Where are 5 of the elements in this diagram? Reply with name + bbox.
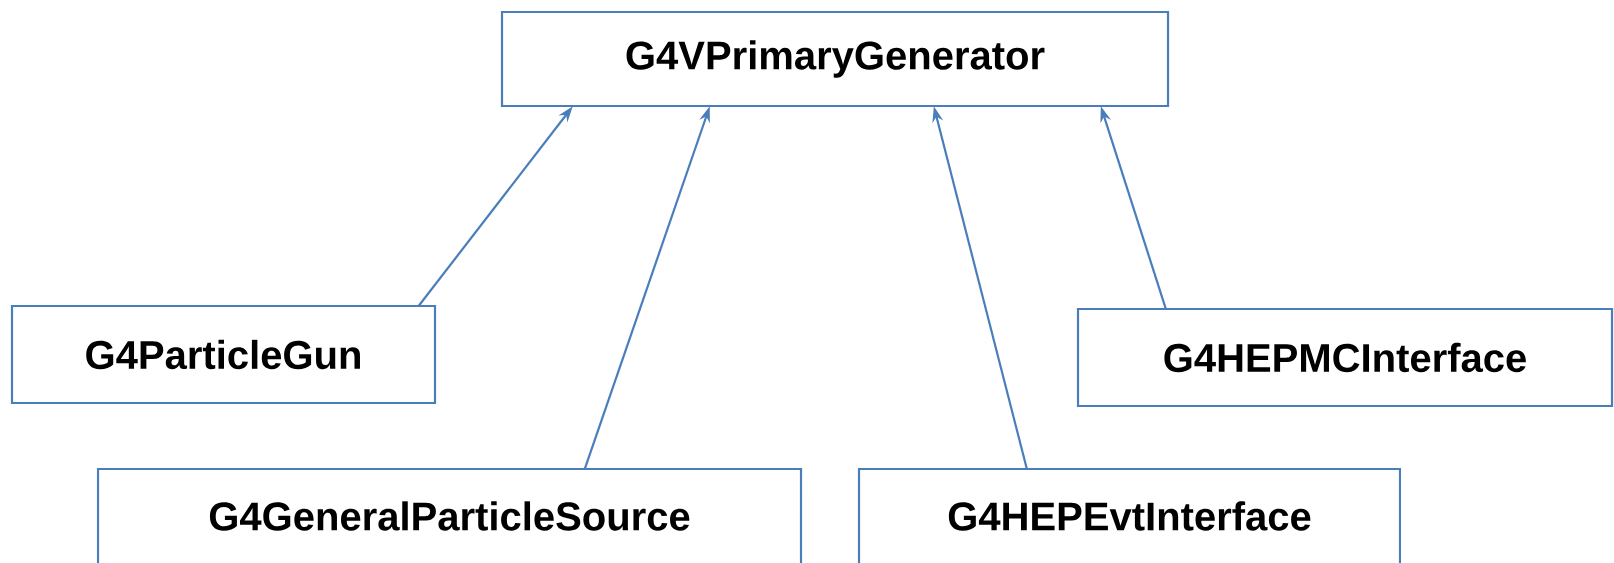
class-box: G4HEPEvtInterface bbox=[857, 467, 1402, 563]
class-box: G4GeneralParticleSource bbox=[96, 467, 803, 563]
class-box: G4VPrimaryGenerator bbox=[500, 10, 1170, 108]
class-box: G4HEPMCInterface bbox=[1076, 307, 1614, 408]
class-box: G4ParticleGun bbox=[10, 304, 437, 405]
